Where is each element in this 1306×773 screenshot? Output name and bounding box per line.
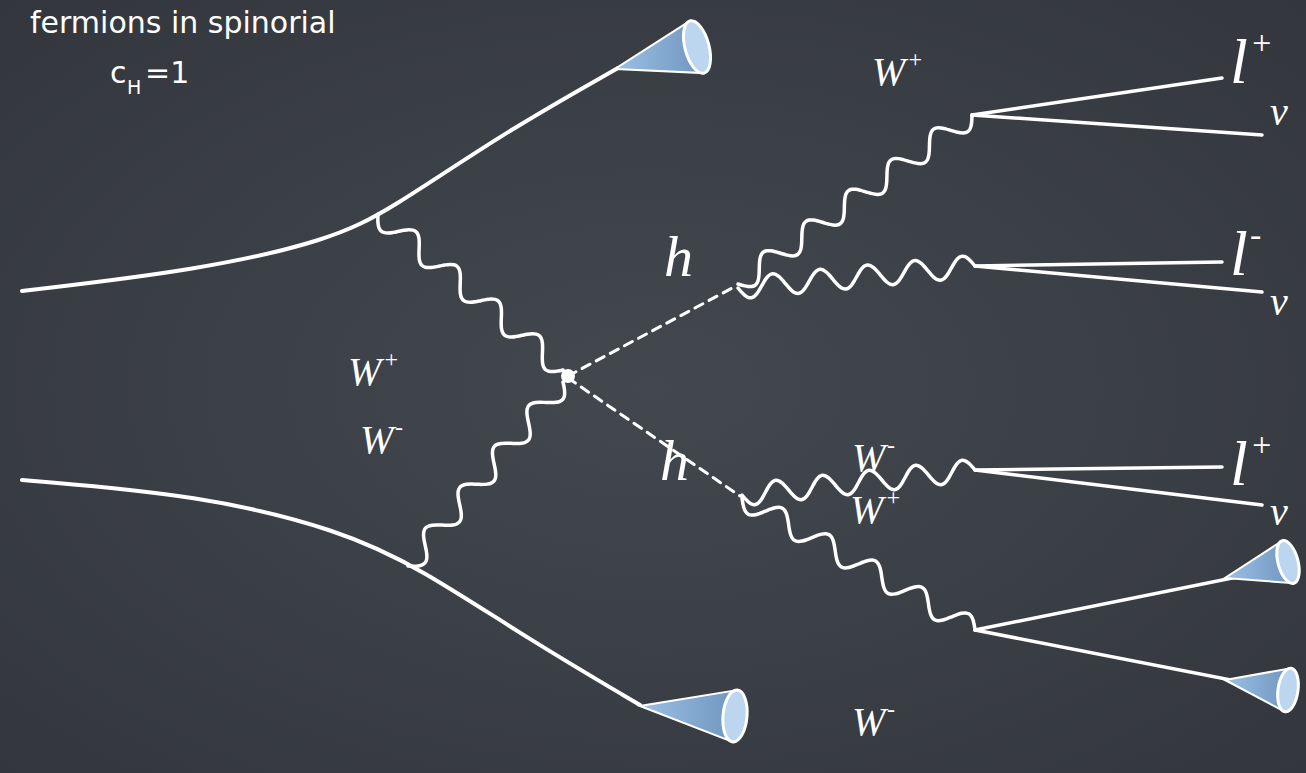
- particle-label: l: [1230, 30, 1248, 94]
- jet-cone: [615, 18, 716, 76]
- particle-label: h: [664, 228, 693, 286]
- charge-label: +: [907, 47, 923, 71]
- coupling-symbol: c: [110, 58, 127, 88]
- charge-label: -: [1250, 218, 1261, 252]
- lepton-line: [975, 470, 1262, 505]
- jet-cone: [1225, 667, 1301, 713]
- charge-label: +: [885, 485, 901, 509]
- fermion-line: [22, 480, 640, 705]
- lepton-line: [972, 115, 1262, 135]
- particle-label: W: [852, 438, 885, 478]
- particle-label: h: [660, 432, 689, 490]
- particle-label: W: [348, 352, 381, 392]
- jet-cone: [1225, 538, 1303, 586]
- particle-label: ν: [1270, 492, 1288, 532]
- fermion-line: [22, 68, 618, 291]
- w-boson: [738, 115, 972, 287]
- charge-label: +: [1250, 428, 1273, 462]
- particle-label: W: [850, 490, 883, 530]
- charge-label: -: [887, 697, 895, 721]
- w-boson: [738, 256, 975, 298]
- w-boson: [378, 214, 563, 372]
- particle-label: l: [1230, 432, 1248, 496]
- particle-label: ν: [1270, 282, 1288, 322]
- coupling-value: =1: [145, 58, 189, 88]
- lepton-line: [975, 266, 1262, 292]
- particle-label: ν: [1270, 92, 1288, 132]
- coupling-subscript: H: [127, 78, 141, 97]
- particle-label: W: [872, 52, 905, 92]
- vertex: [561, 369, 575, 383]
- lepton-line: [975, 262, 1222, 266]
- particle-label: W: [360, 420, 393, 460]
- higgs-line: [568, 378, 740, 496]
- particle-label: l: [1230, 222, 1248, 286]
- jet-cone: [640, 689, 749, 743]
- charge-label: -: [395, 415, 403, 439]
- lepton-line: [975, 467, 1222, 470]
- note-text: fermions in spinorial: [30, 8, 336, 38]
- particle-label: W: [852, 702, 885, 742]
- higgs-line: [568, 286, 736, 376]
- w-boson: [408, 382, 565, 566]
- charge-label: +: [1250, 26, 1273, 60]
- lepton-line: [972, 78, 1222, 115]
- charge-label: +: [383, 347, 399, 371]
- charge-label: -: [887, 433, 895, 457]
